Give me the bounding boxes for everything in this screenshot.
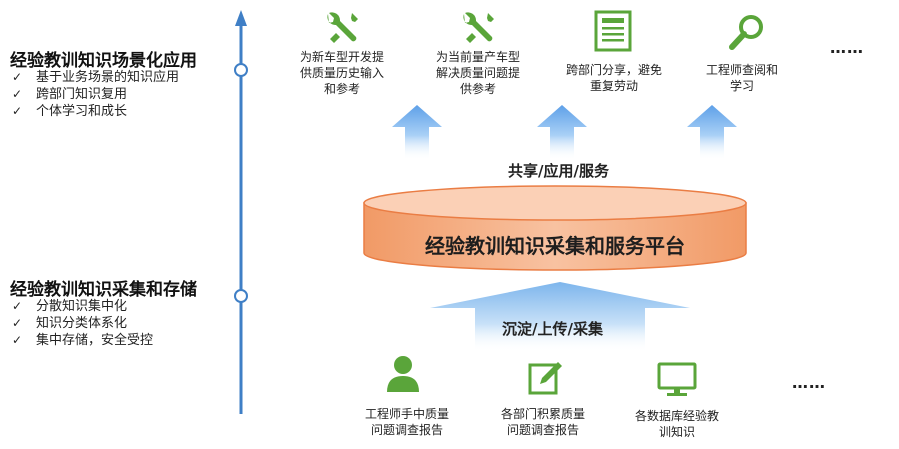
caption-line: 为当前量产车型 — [435, 50, 520, 64]
edit-icon — [528, 362, 562, 395]
caption-line: 为新车型开发提 — [299, 50, 384, 64]
wrench-screwdriver-icon — [327, 12, 358, 43]
source-caption: 各数据库经验教 训知识 — [622, 408, 732, 440]
up-arrow-3 — [687, 105, 737, 160]
caption-line: 问题调查报告 — [370, 423, 443, 437]
caption-line: 各部门积累质量 — [500, 407, 585, 421]
monitor-icon — [657, 362, 697, 396]
caption-line: 各数据库经验教 — [634, 409, 719, 423]
list-item-label: 知识分类体系化 — [36, 316, 128, 331]
bottom-heading: 经验教训知识采集和存储 — [10, 280, 197, 300]
caption-line: 重复劳动 — [589, 79, 638, 93]
caption-line: 工程师手中质量 — [364, 407, 449, 421]
collect-arrow — [430, 282, 690, 352]
top-heading: 经验教训知识场景化应用 — [10, 51, 197, 71]
list-item: ✓ 个体学习和成长 — [12, 103, 179, 120]
document-icon — [594, 10, 632, 52]
list-item-label: 分散知识集中化 — [36, 299, 128, 314]
magnifier-icon — [729, 15, 763, 50]
application-caption: 为新车型开发提 供质量历史输入 和参考 — [284, 49, 400, 97]
list-item: ✓ 知识分类体系化 — [12, 315, 153, 332]
share-label: 共享/应用/服务 — [508, 162, 609, 180]
list-item: ✓ 分散知识集中化 — [12, 298, 153, 315]
top-checklist: ✓ 基于业务场景的知识应用 ✓ 跨部门知识复用 ✓ 个体学习和成长 — [12, 69, 179, 120]
check-icon: ✓ — [12, 104, 23, 118]
list-item-label: 集中存储，安全受控 — [36, 333, 154, 348]
check-icon: ✓ — [12, 316, 23, 330]
axis-marker-bottom — [234, 289, 248, 303]
list-item-label: 跨部门知识复用 — [36, 87, 128, 102]
list-item-label: 基于业务场景的知识应用 — [36, 70, 180, 85]
caption-line: 工程师查阅和 — [705, 63, 778, 77]
list-item-label: 个体学习和成长 — [36, 104, 128, 119]
bottom-checklist: ✓ 分散知识集中化 ✓ 知识分类体系化 ✓ 集中存储，安全受控 — [12, 298, 153, 349]
caption-line: 解决质量问题提 — [435, 66, 520, 80]
collect-label: 沉淀/上传/采集 — [502, 320, 603, 338]
up-arrow-1 — [392, 105, 442, 160]
list-item: ✓ 集中存储，安全受控 — [12, 332, 153, 349]
caption-line: 问题调查报告 — [506, 423, 579, 437]
check-icon: ✓ — [12, 70, 23, 84]
source-caption: 工程师手中质量 问题调查报告 — [352, 406, 462, 438]
axis-marker-top — [234, 63, 248, 77]
person-icon — [387, 356, 419, 392]
caption-line: 和参考 — [323, 82, 360, 96]
application-caption: 为当前量产车型 解决质量问题提 供参考 — [420, 49, 536, 97]
application-caption: 工程师查阅和 学习 — [690, 62, 794, 94]
list-item: ✓ 跨部门知识复用 — [12, 86, 179, 103]
axis-arrowhead — [235, 10, 247, 26]
caption-line: 供质量历史输入 — [299, 66, 384, 80]
check-icon: ✓ — [12, 87, 23, 101]
check-icon: ✓ — [12, 333, 23, 347]
top-ellipsis: …… — [830, 38, 864, 57]
application-caption: 跨部门分享，避免 重复劳动 — [553, 62, 675, 94]
caption-line: 跨部门分享，避免 — [565, 63, 662, 77]
caption-line: 训知识 — [658, 425, 695, 439]
caption-line: 学习 — [729, 79, 754, 93]
bottom-ellipsis: …… — [792, 373, 826, 392]
up-arrow-2 — [537, 105, 587, 160]
list-item: ✓ 基于业务场景的知识应用 — [12, 69, 179, 86]
platform-cylinder — [363, 185, 747, 271]
source-caption: 各部门积累质量 问题调查报告 — [488, 406, 598, 438]
check-icon: ✓ — [12, 299, 23, 313]
caption-line: 供参考 — [459, 82, 496, 96]
platform-title: 经验教训知识采集和服务平台 — [425, 234, 685, 258]
wrench-screwdriver-icon — [463, 12, 494, 43]
